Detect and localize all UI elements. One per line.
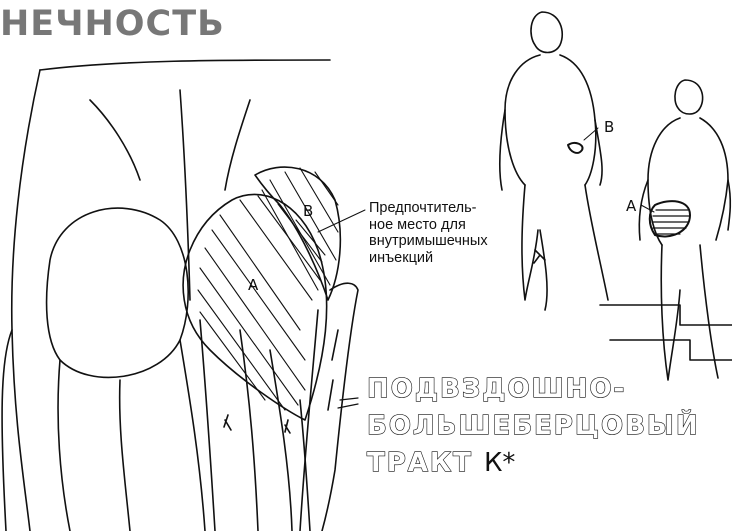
tract-line-3: ТРАКТ К* <box>367 445 700 482</box>
figure-a-label: A <box>626 197 637 215</box>
area-b-label: B <box>303 202 313 220</box>
area-a-label: A <box>248 276 259 294</box>
tract-line-1: ПОДВЗДОШНО- <box>367 371 700 408</box>
large-anatomy-drawing <box>2 60 365 531</box>
it-tract-label: ПОДВЗДОШНО- БОЛЬШЕБЕРЦОВЫЙ ТРАКТ К* <box>367 371 700 482</box>
figure-b-label: B <box>604 118 614 136</box>
injection-site-caption: Предпочтитель- ное место для внутримышеч… <box>369 200 488 266</box>
caption-line: внутримышечных <box>369 233 488 250</box>
caption-line: ное место для <box>369 217 488 234</box>
small-figure-b <box>500 12 608 310</box>
caption-line: инъекций <box>369 250 488 267</box>
caption-line: Предпочтитель- <box>369 200 488 217</box>
tract-line-2: БОЛЬШЕБЕРЦОВЫЙ <box>367 408 700 445</box>
tract-line-3-text: ТРАКТ <box>367 448 473 478</box>
tract-suffix: К* <box>484 448 515 478</box>
small-figure-a <box>600 80 732 380</box>
